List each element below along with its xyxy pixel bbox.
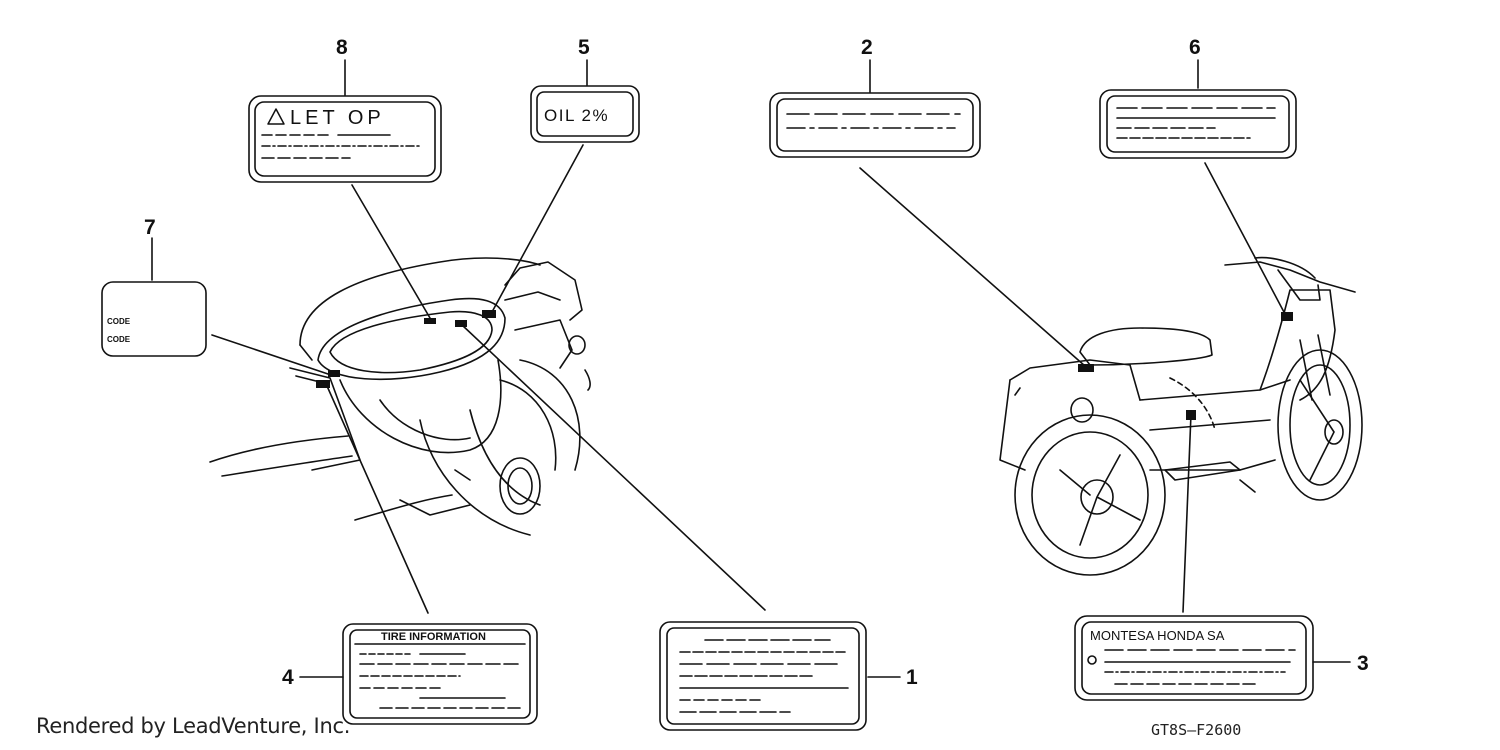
- callout-3: 3: [1357, 652, 1369, 675]
- callout-8: 8: [336, 36, 348, 59]
- code-text-1: CODE: [107, 317, 131, 326]
- callout-1: 1: [906, 666, 918, 689]
- montesa-text: MONTESA HONDA SA: [1090, 628, 1225, 643]
- label-8-card: [248, 95, 442, 183]
- label-4-card: [342, 623, 538, 725]
- label-5-card: [530, 85, 640, 143]
- scooter-rear-illustration: [209, 257, 591, 536]
- label-2-card: [769, 92, 981, 158]
- callout-6: 6: [1189, 36, 1201, 59]
- let-op-text: LET OP: [290, 107, 385, 129]
- code-text-2: CODE: [107, 335, 131, 344]
- callout-5: 5: [578, 36, 590, 59]
- label-texts: LET OP OIL 2% CODE CODE TIRE INFORMATION…: [107, 106, 1225, 643]
- label-7-card: [101, 281, 207, 357]
- callout-7: 7: [144, 216, 156, 239]
- callout-numbers: 8 5 2 6 7 4 1 3: [144, 36, 1369, 689]
- tire-information-text: TIRE INFORMATION: [381, 631, 486, 643]
- label-6-card: [1099, 89, 1297, 159]
- oil-text: OIL 2%: [544, 106, 609, 125]
- diagram-code: GT8S–F2600: [1151, 721, 1242, 739]
- leader-lines: [151, 59, 1351, 678]
- callout-2: 2: [861, 36, 873, 59]
- scooter-side-illustration: [999, 256, 1363, 576]
- label-1-card: [659, 621, 867, 731]
- label-3-card: [1074, 615, 1314, 701]
- footer-credit: Rendered by LeadVenture, Inc.: [36, 714, 351, 738]
- warning-triangle-icon: [267, 108, 285, 125]
- callout-4: 4: [282, 666, 294, 689]
